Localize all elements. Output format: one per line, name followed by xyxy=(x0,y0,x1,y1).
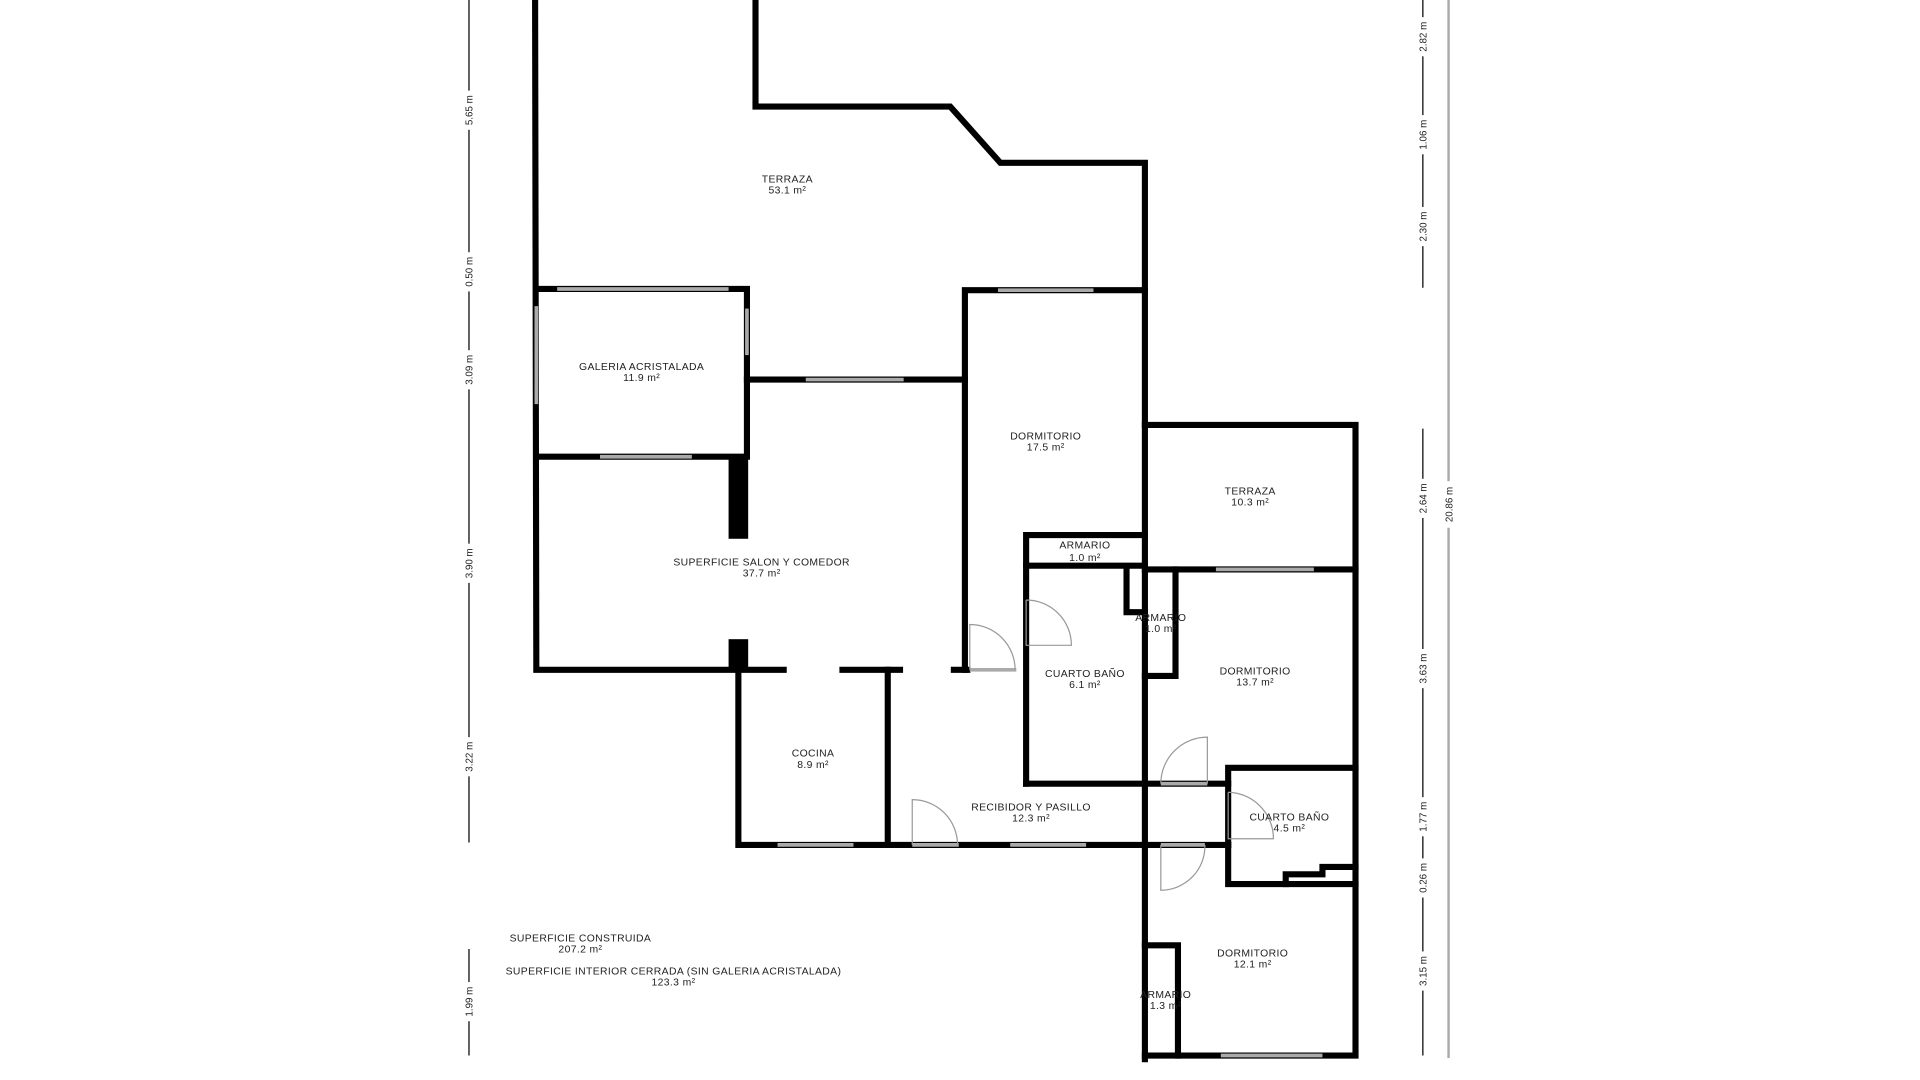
room-area: 1.0 m² xyxy=(1145,624,1177,635)
dimension-label: 2.64 m xyxy=(1419,483,1430,513)
right-dimensions: 2.82 m 1.06 m 2.30 m 2.64 m 3.63 m 1.77 … xyxy=(1416,0,1455,1058)
room-name: CUARTO BAÑO xyxy=(1249,810,1329,823)
total-dimension-label: 20.86 m xyxy=(1444,487,1455,522)
room-area: 13.7 m² xyxy=(1236,678,1274,689)
doors xyxy=(911,599,1275,891)
room-area: 4.5 m² xyxy=(1274,823,1306,834)
dimension-label: 1.06 m xyxy=(1419,120,1430,150)
room-area: 12.3 m² xyxy=(1012,814,1050,825)
left-dimensions: 5.65 m 0.50 m 3.09 m 3.90 m 3.22 m 1.99 … xyxy=(462,0,476,1056)
room-area: 11.9 m² xyxy=(623,373,660,384)
dimension-label: 0.50 m xyxy=(465,257,476,287)
room-area: 53.1 m² xyxy=(768,185,806,196)
room-name: TERRAZA xyxy=(762,174,813,185)
dimension-label: 1.99 m xyxy=(465,987,476,1017)
room-area: 17.5 m² xyxy=(1027,443,1065,454)
area-summary: SUPERFICIE CONSTRUIDA 207.2 m² SUPERFICI… xyxy=(506,934,842,989)
room-area: 6.1 m² xyxy=(1069,680,1101,691)
room-name: COCINA xyxy=(792,749,835,760)
dimension-label: 3.22 m xyxy=(465,742,476,772)
walls xyxy=(532,0,1359,1063)
room-name: DORMITORIO xyxy=(1217,948,1288,959)
dimension-label: 3.15 m xyxy=(1419,956,1430,986)
dimension-label: 1.77 m xyxy=(1419,802,1430,832)
room-area: 10.3 m² xyxy=(1231,498,1269,509)
dimension-label: 5.65 m xyxy=(465,95,476,125)
room-labels: TERRAZA 53.1 m² GALERIA ACRISTALADA 11.9… xyxy=(579,174,1329,1012)
windows xyxy=(534,287,1323,1058)
room-name: ARMARIO xyxy=(1140,990,1191,1001)
room-name: SUPERFICIE SALON Y COMEDOR xyxy=(673,558,850,569)
dimension-label: 2.82 m xyxy=(1419,22,1430,52)
room-name: DORMITORIO xyxy=(1010,432,1081,443)
room-name: CUARTO BAÑO xyxy=(1045,667,1125,680)
built-area-label: SUPERFICIE CONSTRUIDA xyxy=(510,934,652,945)
interior-area-value: 123.3 m² xyxy=(651,978,695,989)
room-area: 1.0 m² xyxy=(1069,553,1101,564)
room-name: GALERIA ACRISTALADA xyxy=(579,362,704,373)
dimension-label: 0.26 m xyxy=(1419,863,1430,893)
room-area: 12.1 m² xyxy=(1234,959,1272,970)
room-area: 1.3 m² xyxy=(1150,1001,1182,1012)
room-area: 37.7 m² xyxy=(743,569,781,580)
room-name: DORMITORIO xyxy=(1220,667,1291,678)
room-area: 8.9 m² xyxy=(797,760,829,771)
room-name: ARMARIO xyxy=(1059,541,1110,552)
dimension-label: 2.30 m xyxy=(1419,212,1430,242)
dimension-label: 3.63 m xyxy=(1419,654,1430,684)
dimension-label: 3.09 m xyxy=(465,355,476,385)
built-area-value: 207.2 m² xyxy=(558,945,602,956)
dimension-label: 3.90 m xyxy=(465,548,476,578)
room-name: TERRAZA xyxy=(1225,487,1276,498)
interior-area-label: SUPERFICIE INTERIOR CERRADA (SIN GALERIA… xyxy=(506,967,842,978)
room-name: ARMARIO xyxy=(1135,613,1186,624)
room-name: RECIBIDOR Y PASILLO xyxy=(971,803,1091,814)
